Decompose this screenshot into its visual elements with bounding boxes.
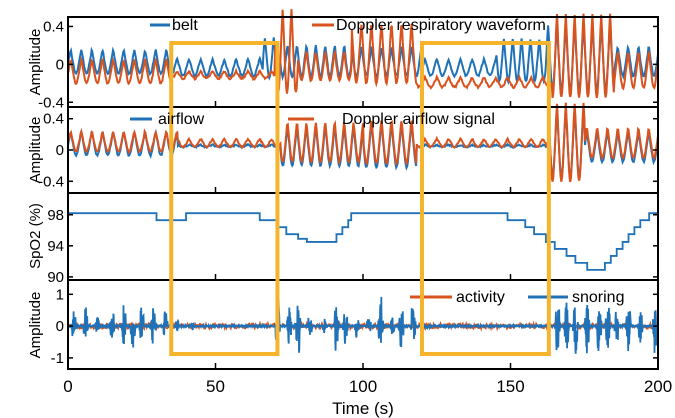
y-tick-label: 0.4 [43, 18, 64, 35]
panel2-ylabel: Amplitude [27, 117, 44, 184]
series-line-spo2 [68, 206, 659, 271]
panel-4: 1 0 -1 [51, 279, 659, 370]
highlight-box [420, 41, 551, 356]
axes-frame [67, 192, 659, 281]
x-tick-label: 50 [206, 377, 225, 396]
y-tick-label: 98 [47, 207, 64, 224]
highlight-box [169, 41, 280, 356]
legend-activity-label: activity [456, 289, 505, 306]
y-tick-label: 1 [56, 286, 64, 303]
legend-airflow-label: airflow [158, 111, 205, 128]
y-tick-label: 90 [47, 269, 64, 286]
y-tick-label: -0.4 [38, 94, 64, 111]
panel3-ylabel: SpO2 (%) [27, 203, 44, 269]
panel-3: 98 94 90 [47, 192, 659, 286]
y-tick-label: 0 [56, 318, 64, 335]
panel4-ylabel: Amplitude [27, 292, 44, 359]
legend-doppler-resp-label: Doppler respiratory waveform [336, 17, 546, 34]
legend-belt-label: belt [172, 17, 198, 34]
legend-snoring-label: snoring [572, 289, 624, 306]
y-tick-label: 0 [56, 142, 64, 159]
y-tick-label: 0.4 [43, 111, 64, 128]
series-line-doppler-respiratory-waveform [67, 9, 659, 99]
x-tick-label: 150 [496, 377, 524, 396]
x-axis-label: Time (s) [332, 399, 394, 418]
y-tick-label: 0 [56, 56, 64, 73]
x-tick-label: 0 [63, 377, 72, 396]
x-tick-label: 100 [349, 377, 377, 396]
legend-doppler-airflow-label: Doppler airflow signal [342, 111, 495, 128]
panel-2: 0.4 0 -0.4 [38, 102, 659, 194]
y-tick-label: -0.4 [38, 173, 64, 190]
series-line-snoring [67, 296, 659, 356]
x-tick-label: 200 [644, 377, 672, 396]
y-tick-label: -1 [51, 350, 64, 367]
series-line-doppler-airflow-signal [67, 102, 659, 183]
panel1-ylabel: Amplitude [27, 29, 44, 96]
y-tick-label: 94 [47, 238, 64, 255]
